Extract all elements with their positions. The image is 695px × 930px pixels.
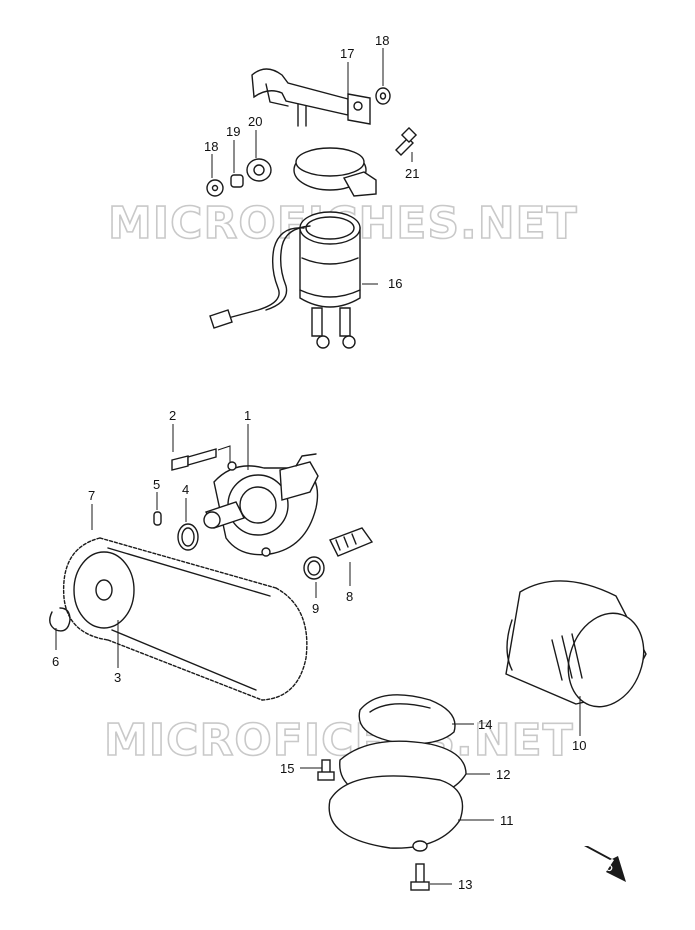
part-7-chain[interactable] [62, 537, 308, 701]
clamp-band[interactable] [293, 147, 377, 197]
callout-1: 1 [244, 408, 251, 423]
callout-5: 5 [153, 477, 160, 492]
callout-12: 12 [496, 767, 510, 782]
callout-2: 2 [169, 408, 176, 423]
part-3-sprocket[interactable] [73, 551, 135, 629]
fwd-badge: FWD [584, 846, 626, 882]
callout-18-top: 18 [375, 33, 389, 48]
part-11-oil-pan[interactable] [328, 775, 464, 852]
callout-19: 19 [226, 124, 240, 139]
part-18-washer-left[interactable] [206, 179, 224, 197]
callout-4: 4 [182, 482, 189, 497]
callout-7: 7 [88, 488, 95, 503]
callout-17: 17 [340, 46, 354, 61]
part-18-washer-top[interactable] [375, 87, 391, 105]
part-5-pin[interactable] [153, 511, 162, 526]
part-4-o-ring[interactable] [177, 523, 199, 551]
callout-8: 8 [346, 589, 353, 604]
watermark-bottom: MICROFICHES.NET [104, 715, 574, 766]
callout-10: 10 [572, 738, 586, 753]
part-20-grommet[interactable] [246, 158, 272, 182]
leader-lines [55, 48, 581, 885]
callout-16: 16 [388, 276, 402, 291]
callout-21: 21 [405, 166, 419, 181]
callout-11: 11 [500, 813, 514, 828]
part-19-collar[interactable] [230, 174, 244, 188]
part-17-bracket[interactable] [251, 68, 371, 127]
part-2-bolt[interactable] [171, 448, 217, 471]
callout-9: 9 [312, 601, 319, 616]
callout-15: 15 [280, 761, 294, 776]
part-13-bolt[interactable] [410, 863, 430, 891]
part-10-oil-filter[interactable] [505, 580, 656, 717]
callout-6: 6 [52, 654, 59, 669]
part-15-bolt[interactable] [317, 759, 335, 781]
part-6-circlip[interactable] [49, 607, 71, 632]
part-16-fuel-pump[interactable] [209, 211, 361, 349]
callout-3: 3 [114, 670, 121, 685]
callout-13: 13 [458, 877, 472, 892]
callout-20: 20 [248, 114, 262, 129]
part-1-oil-pump[interactable] [203, 453, 319, 557]
part-8-relief-valve[interactable] [329, 527, 374, 557]
callout-14: 14 [478, 717, 492, 732]
callout-18-left: 18 [204, 139, 218, 154]
part-21-bolt[interactable] [395, 126, 418, 156]
part-14-strainer[interactable] [358, 694, 456, 745]
part-9-o-ring[interactable] [303, 556, 325, 580]
